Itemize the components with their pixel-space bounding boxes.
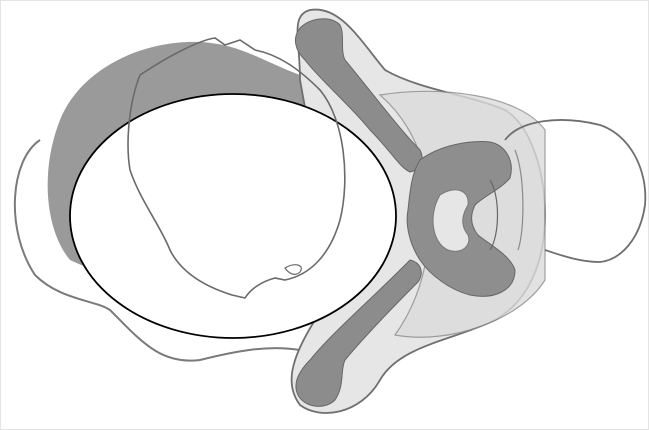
- oval-ring: [70, 94, 396, 338]
